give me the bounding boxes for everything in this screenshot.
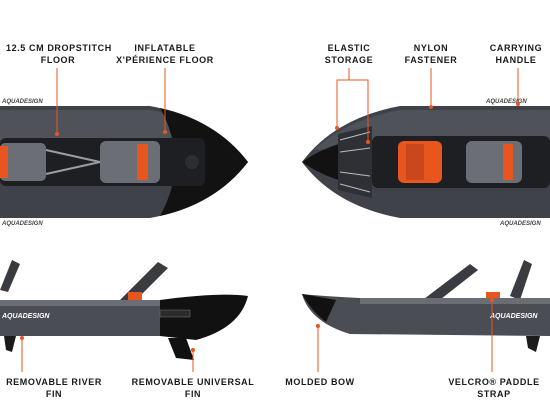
label-nylon-line2: FASTENER — [404, 55, 458, 65]
bottom-left-seat-frame-1 — [0, 260, 20, 292]
label-velcro-strap: VELCRO® PADDLE STRAP — [440, 376, 548, 400]
bottom-left-universal-fin — [168, 338, 194, 360]
label-inflatable-line2: X'PÉRIENCE FLOOR — [116, 55, 214, 65]
label-inflatable-floor: INFLATABLE X'PÉRIENCE FLOOR — [114, 42, 216, 66]
label-inflatable-line1: INFLATABLE — [134, 43, 196, 53]
label-river-fin: REMOVABLE RIVER FIN — [2, 376, 106, 400]
bottom-left-river-fin — [4, 336, 16, 352]
bottom-left-seat-frame-2 — [120, 262, 168, 304]
top-right-seat-2 — [466, 141, 522, 183]
kayak-bottom-right: AQUADESIGN — [302, 260, 550, 352]
label-handle-line2: HANDLE — [495, 55, 537, 65]
top-left-seat-1-accent — [0, 146, 8, 178]
bottom-right-strap — [486, 292, 500, 300]
bottom-right-hull-top — [360, 298, 550, 304]
bottom-left-seat-accent — [128, 292, 142, 300]
top-left-seat-1 — [0, 143, 46, 181]
bottom-left-bow — [160, 294, 248, 340]
label-river-fin-line1: REMOVABLE RIVER — [6, 377, 102, 387]
bottom-left-brand: AQUADESIGN — [1, 313, 50, 320]
top-left-seat-2-accent — [137, 144, 148, 180]
bottom-left-hull-top — [0, 300, 178, 306]
top-left-brand-a: AQUADESIGN — [1, 99, 43, 105]
top-left-seat-2 — [100, 141, 160, 183]
label-dropstitch-line2: FLOOR — [40, 55, 76, 65]
label-velcro-line2: STRAP — [477, 389, 511, 399]
top-right-deck-storage — [338, 126, 372, 198]
top-left-brand-b: AQUADESIGN — [1, 221, 43, 227]
label-universal-fin: REMOVABLE UNIVERSAL FIN — [130, 376, 256, 400]
bottom-right-bow — [302, 294, 336, 322]
top-right-seat-2-accent — [503, 144, 513, 180]
bottom-left-hull — [0, 300, 178, 336]
top-right-bow-cap — [302, 142, 346, 182]
label-dropstitch-line1: 12.5 CM DROPSTITCH — [6, 43, 112, 53]
leader-lines — [21, 68, 519, 372]
top-right-seat-1-inner — [406, 144, 424, 180]
label-velcro-line1: VELCRO® PADDLE — [448, 377, 540, 387]
label-dropstitch-floor: 12.5 CM DROPSTITCH FLOOR — [6, 42, 112, 66]
bottom-left-badge — [159, 309, 191, 318]
label-elastic-line1: ELASTIC — [327, 43, 371, 53]
label-molded-bow: MOLDED BOW — [280, 376, 360, 388]
bottom-right-seat-frame-2 — [510, 260, 532, 300]
bottom-right-seat-frame-1 — [420, 264, 478, 306]
label-carrying-handle: CARRYING HANDLE — [482, 42, 550, 66]
bottom-right-fin — [526, 336, 540, 352]
leader-elastic — [336, 68, 350, 128]
top-right-elastic — [339, 131, 371, 193]
label-handle-line1: CARRYING — [489, 43, 543, 53]
label-elastic-storage: ELASTIC STORAGE — [314, 42, 384, 66]
label-nylon-line1: NYLON — [413, 43, 449, 53]
label-universal-fin-line1: REMOVABLE UNIVERSAL — [131, 377, 255, 387]
leader-dots — [20, 102, 520, 352]
label-elastic-line2: STORAGE — [324, 55, 374, 65]
label-nylon-fastener: NYLON FASTENER — [396, 42, 466, 66]
bottom-right-brand: AQUADESIGN — [489, 313, 538, 320]
bottom-right-hull — [302, 294, 550, 336]
label-river-fin-line2: FIN — [45, 389, 63, 399]
top-left-drain — [185, 155, 199, 169]
kayak-top-right: AQUADESIGN AQUADESIGN — [302, 99, 550, 227]
top-left-strap — [45, 149, 101, 175]
label-universal-fin-line2: FIN — [184, 389, 202, 399]
top-right-brand-b: AQUADESIGN — [499, 221, 541, 227]
top-right-brand-a: AQUADESIGN — [485, 99, 527, 105]
label-molded-bow-line1: MOLDED BOW — [285, 377, 355, 387]
kayak-bottom-left: AQUADESIGN — [0, 260, 248, 360]
leader-elastic-2 — [349, 79, 369, 142]
kayak-top-left: AQUADESIGN AQUADESIGN — [0, 99, 248, 227]
